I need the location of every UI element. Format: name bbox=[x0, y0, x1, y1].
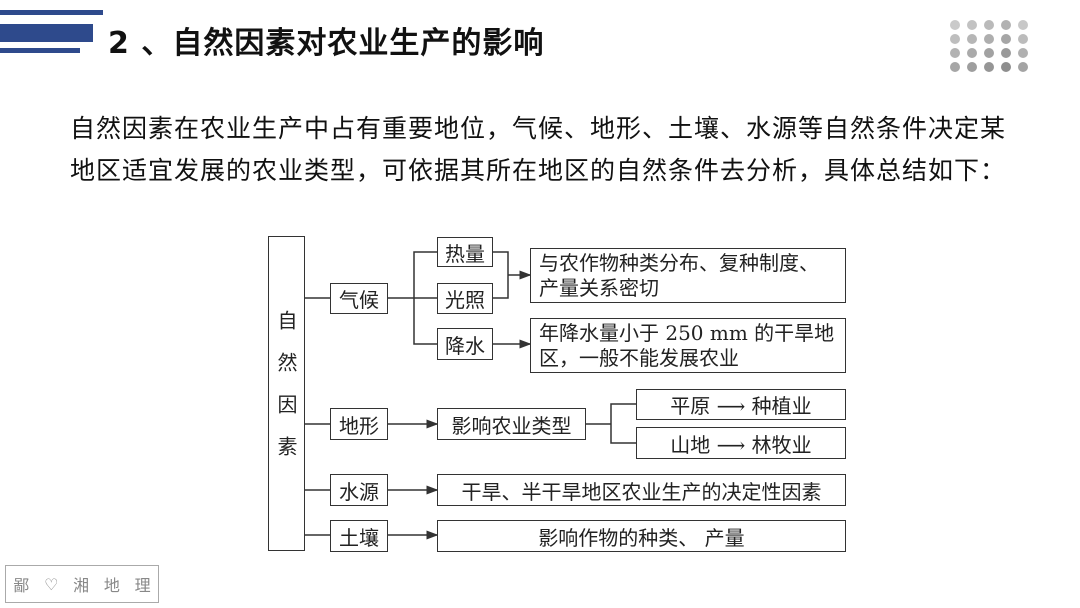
dot bbox=[950, 62, 960, 72]
dot bbox=[1018, 20, 1028, 30]
node-water: 水源 bbox=[330, 474, 388, 506]
logo-glyph: 鄙 bbox=[13, 576, 30, 595]
header-bar-middle bbox=[0, 24, 93, 42]
node-heat-light-effect: 与农作物种类分布、复种制度、 产量关系密切 bbox=[530, 248, 846, 303]
dot bbox=[1018, 34, 1028, 44]
header-bar-bottom bbox=[0, 48, 80, 53]
dot bbox=[967, 34, 977, 44]
node-terrain-effect: 影响农业类型 bbox=[437, 408, 586, 440]
dot bbox=[1001, 34, 1011, 44]
root-node: 自然因素 bbox=[268, 236, 305, 551]
node-terrain: 地形 bbox=[330, 408, 388, 440]
intro-paragraph: 自然因素在农业生产中占有重要地位，气候、地形、土壤、水源等自然条件决定某地区适宜… bbox=[70, 114, 1007, 185]
node-heat: 热量 bbox=[437, 237, 493, 267]
logo-glyph: 地 bbox=[103, 576, 120, 595]
dot bbox=[1001, 20, 1011, 30]
node-soil-effect: 影响作物的种类、 产量 bbox=[437, 520, 846, 552]
node-precip-effect: 年降水量小于 250 mm 的干旱地区，一般不能发展农业 bbox=[530, 318, 846, 373]
dot bbox=[984, 48, 994, 58]
node-climate: 气候 bbox=[330, 283, 388, 314]
logo-glyph: 湘 bbox=[73, 576, 90, 595]
node-plain: 平原 ⟶ 种植业 bbox=[636, 389, 846, 420]
header-bar-top bbox=[0, 10, 103, 15]
logo-stamp: 鄙 ♡ 湘地理 bbox=[5, 565, 159, 603]
dot bbox=[984, 20, 994, 30]
dot bbox=[967, 20, 977, 30]
dot bbox=[984, 34, 994, 44]
node-mountain: 山地 ⟶ 林牧业 bbox=[636, 427, 846, 459]
dot bbox=[967, 48, 977, 58]
dot bbox=[1018, 62, 1028, 72]
dot bbox=[1001, 48, 1011, 58]
dot bbox=[1018, 48, 1028, 58]
node-light: 光照 bbox=[437, 283, 493, 314]
logo-glyph: ♡ bbox=[44, 574, 59, 594]
dot bbox=[984, 62, 994, 72]
dot bbox=[950, 48, 960, 58]
page-title: 2 、自然因素对农业生产的影响 bbox=[108, 26, 545, 61]
node-soil: 土壤 bbox=[330, 520, 388, 552]
node-water-effect: 干旱、半干旱地区农业生产的决定性因素 bbox=[437, 474, 846, 506]
dot bbox=[950, 20, 960, 30]
dot bbox=[967, 62, 977, 72]
dot bbox=[950, 34, 960, 44]
logo-glyph: 理 bbox=[134, 576, 151, 595]
dot bbox=[1001, 62, 1011, 72]
node-precip: 降水 bbox=[437, 328, 493, 360]
